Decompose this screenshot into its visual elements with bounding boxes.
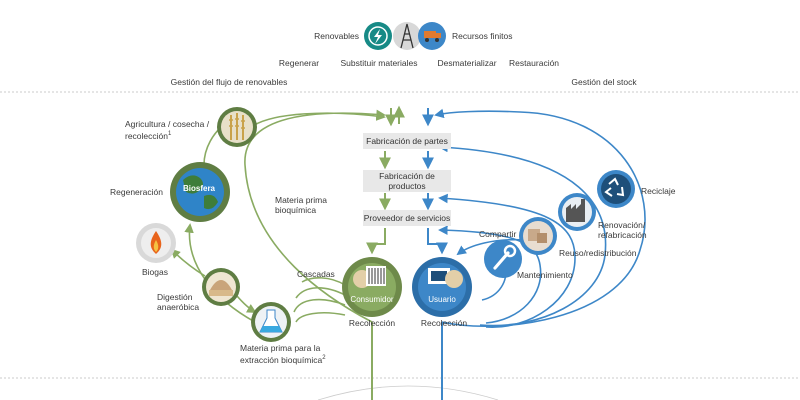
wrench-icon bbox=[484, 240, 522, 278]
legend-recursos-finitos: Recursos finitos bbox=[452, 31, 513, 41]
label-compartir: Compartir bbox=[479, 229, 517, 239]
lightning-bolt-icon bbox=[364, 22, 392, 50]
label-reciclaje: Reciclaje bbox=[641, 186, 676, 196]
principle-substituir: Substituir materiales bbox=[340, 58, 418, 68]
agriculture-icon bbox=[217, 107, 257, 147]
label-biosfera: Biosfera bbox=[182, 184, 216, 193]
step-proveedor-servicios: Proveedor de servicios bbox=[363, 210, 451, 226]
legend-renovables: Renovables bbox=[314, 31, 359, 41]
principle-restauracion: Restauración bbox=[508, 58, 560, 68]
technical-loops bbox=[434, 108, 646, 328]
green-flow-arrows bbox=[366, 105, 405, 400]
mining-truck-icon bbox=[418, 22, 446, 50]
blue-flow-arrows bbox=[422, 108, 448, 400]
oil-derrick-icon bbox=[393, 22, 421, 50]
recycling-icon bbox=[597, 170, 635, 208]
label-renovacion: Renovación/ refabricación bbox=[598, 220, 647, 240]
user-monitor-icon bbox=[412, 257, 472, 317]
label-digestion: Digestión anaeróbica bbox=[157, 292, 200, 312]
label-recoleccion-bio: Recolección bbox=[348, 318, 396, 328]
label-reuso: Reuso/redistribución bbox=[559, 248, 637, 258]
header-left: Gestión del flujo de renovables bbox=[170, 77, 288, 87]
header-right: Gestión del stock bbox=[571, 77, 637, 87]
biosphere-icon bbox=[170, 162, 230, 222]
label-cascadas: Cascadas bbox=[297, 269, 335, 279]
anaerobic-digestion-icon bbox=[202, 268, 240, 306]
label-usuario: Usuario bbox=[428, 295, 456, 304]
step-fabricacion-partes: Fabricación de partes bbox=[363, 133, 451, 149]
label-biogas: Biogas bbox=[142, 267, 168, 277]
label-agricultura: Agricultura / cosecha / recolección1 bbox=[125, 119, 210, 141]
label-recoleccion-tec: Recolección bbox=[420, 318, 468, 328]
label-mantenimiento: Mantenimiento bbox=[517, 270, 573, 280]
factory-icon bbox=[558, 193, 596, 231]
principle-desmaterializar: Desmaterializar bbox=[437, 58, 497, 68]
label-materia-prima-bioquimica: Materia prima bioquímica bbox=[275, 195, 327, 215]
biochemical-flask-icon bbox=[251, 302, 291, 342]
bottom-arc bbox=[317, 385, 499, 400]
consumer-icon bbox=[342, 257, 402, 317]
step-fabricacion-productos: Fabricación de productos bbox=[363, 170, 451, 192]
biological-loops bbox=[170, 109, 386, 323]
label-materia-prima-extraccion: Materia prima para la extracción bioquím… bbox=[240, 343, 326, 365]
label-regeneracion: Regeneración bbox=[110, 187, 163, 197]
boxes-icon bbox=[519, 217, 557, 255]
label-consumidor: Consumidor bbox=[350, 295, 394, 304]
principle-regenerar: Regenerar bbox=[278, 58, 320, 68]
biogas-flame-icon bbox=[136, 223, 176, 263]
